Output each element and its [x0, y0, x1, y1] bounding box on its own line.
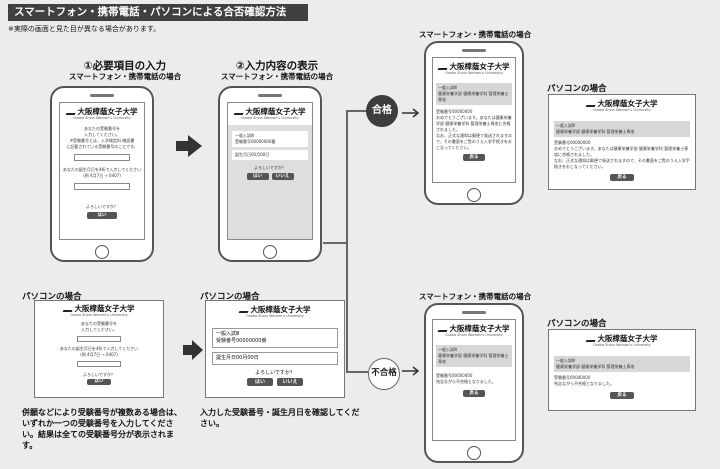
logo-mark-icon [585, 100, 597, 107]
yes-button[interactable]: はい [87, 379, 111, 385]
step1-subtitle: スマートフォン・携帯電話の場合 [68, 72, 182, 81]
logo-mark-icon [233, 108, 245, 115]
fail-badge: 不合格 [368, 358, 400, 390]
logo-mark-icon [437, 63, 449, 70]
connector-line [346, 371, 368, 373]
home-button [263, 245, 277, 259]
arrow-right-icon [402, 366, 420, 376]
step2-phone-screen: 大阪樟蔭女子大学 Osaka Shoin Women's University … [227, 102, 313, 240]
step2-phone: 大阪樟蔭女子大学 Osaka Shoin Women's University … [218, 86, 322, 262]
pass-phone-screen: 大阪樟蔭女子大学 Osaka Shoin Women's University … [432, 57, 516, 183]
pass-pc-screen: 大阪樟蔭女子大学 Osaka Shoin Women's University … [548, 94, 696, 190]
step2-pc-screen: 大阪樟蔭女子大学 Osaka Shoin Women's University … [205, 300, 345, 398]
back-button[interactable]: 戻る [610, 392, 634, 399]
pass-phone: 大阪樟蔭女子大学 Osaka Shoin Women's University … [424, 41, 524, 205]
birthdate-input[interactable] [74, 183, 130, 190]
fail-phone: 大阪樟蔭女子大学 Osaka Shoin Women's University … [424, 303, 524, 463]
home-button [467, 446, 481, 460]
back-button[interactable]: 戻る [463, 154, 485, 161]
fail-phone-label: スマートフォン・携帯電話の場合 [418, 292, 532, 301]
step2-title: ②入力内容の表示 [235, 60, 319, 72]
arrow-right-icon [402, 108, 420, 118]
logo-mark-icon [585, 335, 597, 342]
page-note: ※実際の画面と見た目が異なる場合があります。 [8, 25, 161, 33]
logo-mark-icon [65, 108, 77, 115]
logo-mark-icon [62, 305, 74, 312]
yes-button[interactable]: はい [246, 173, 269, 180]
yes-button[interactable]: はい [247, 378, 273, 386]
page-title: スマートフォン・携帯電話・パソコンによる合否確認方法 [8, 4, 308, 21]
connector-line [346, 110, 368, 112]
university-logo: 大阪樟蔭女子大学 Osaka Shoin Women's University [60, 108, 144, 120]
connector-line [346, 110, 348, 372]
pass-phone-label: スマートフォン・携帯電話の場合 [418, 30, 532, 39]
step2-description: 入力した受験番号・誕生月日を確認してください。 [200, 408, 360, 428]
step1-pc-label: パソコンの場合 [22, 292, 82, 302]
arrow-right-icon [176, 135, 202, 157]
fail-pc-screen: 大阪樟蔭女子大学 Osaka Shoin Women's University … [548, 329, 696, 411]
exam-number-input[interactable] [77, 336, 121, 342]
logo-mark-icon [437, 325, 449, 332]
back-button[interactable]: 戻る [463, 390, 485, 397]
fail-pc-label: パソコンの場合 [547, 319, 607, 329]
no-button[interactable]: いいえ [271, 173, 294, 180]
home-button [95, 245, 109, 259]
back-button[interactable]: 戻る [610, 174, 634, 181]
step2-pc-label: パソコンの場合 [200, 292, 260, 302]
logo-mark-icon [238, 306, 250, 313]
no-button[interactable]: いいえ [277, 378, 303, 386]
step1-pc-screen: 大阪樟蔭女子大学 Osaka Shoin Women's University … [34, 300, 164, 398]
step2-subtitle: スマートフォン・携帯電話の場合 [220, 72, 334, 81]
step1-description: 併願などにより受験番号が複数ある場合は、いずれか一つの受験番号を入力してください… [22, 408, 182, 450]
fail-phone-screen: 大阪樟蔭女子大学 Osaka Shoin Women's University … [432, 319, 516, 441]
birthdate-input[interactable] [77, 361, 121, 367]
step1-phone: 大阪樟蔭女子大学 Osaka Shoin Women's University … [50, 86, 154, 262]
step1-phone-screen: 大阪樟蔭女子大学 Osaka Shoin Women's University … [59, 102, 145, 240]
arrow-right-icon [183, 340, 203, 360]
step1-title: ①必要項目の入力 [83, 60, 167, 72]
exam-number-input[interactable] [74, 154, 130, 161]
connector-line [323, 242, 347, 244]
pass-pc-label: パソコンの場合 [547, 84, 607, 94]
yes-button[interactable]: はい [87, 212, 117, 219]
pass-badge: 合格 [366, 95, 398, 127]
home-button [467, 188, 481, 202]
